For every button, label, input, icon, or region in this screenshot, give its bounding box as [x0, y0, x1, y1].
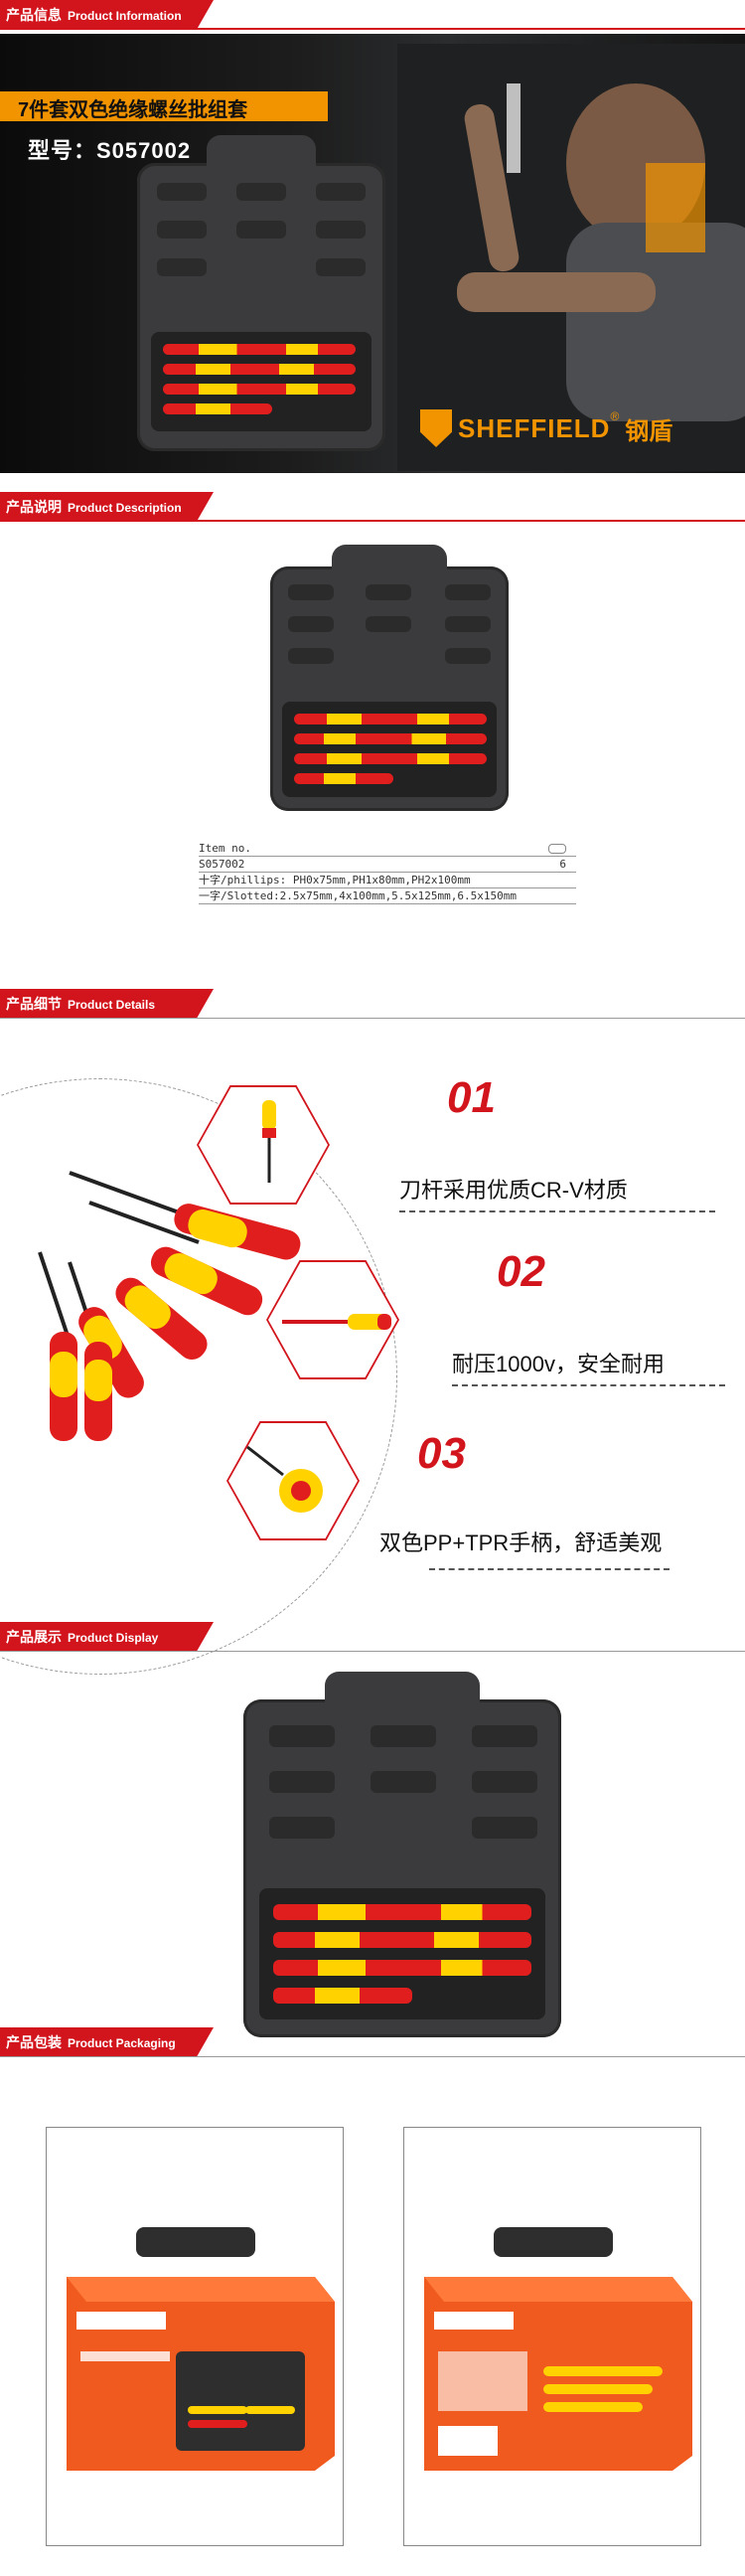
shaft-icon — [282, 1314, 391, 1330]
package-box-back-icon — [424, 2227, 692, 2471]
spec-slotted: 一字/Slotted:2.5x75mm,4x100mm,5.5x125mm,6.… — [199, 888, 576, 904]
spec-table: Item no. S057002 6 十字/phillips: PH0x75mm… — [199, 841, 576, 904]
tool-case — [137, 135, 385, 451]
detail-number-2: 02 — [497, 1247, 545, 1296]
packaging-photo-front — [46, 2127, 344, 2546]
brand-logo: SHEFFIELD ® 钢盾 — [420, 409, 672, 447]
display-case-image — [243, 1672, 561, 2037]
screwdriver-set-image — [38, 1171, 301, 1441]
product-case-image — [270, 545, 509, 811]
hero-banner: 7件套双色绝缘螺丝批组套 型号：S057002 SHEFFIELD ® 钢盾 — [0, 34, 745, 473]
worker-illustration — [397, 44, 745, 471]
spec-phillips: 十字/phillips: PH0x75mm,PH1x80mm,PH2x100mm — [199, 873, 576, 888]
package-box-front-icon — [67, 2227, 335, 2471]
detail-text-2: 耐压1000v，安全耐用 — [452, 1352, 665, 1376]
detail-number-3: 03 — [417, 1429, 466, 1478]
handle-icon — [246, 1445, 323, 1513]
shield-icon — [420, 409, 452, 447]
detail-text-1: 刀杆采用优质CR-V材质 — [399, 1178, 628, 1203]
section-title-en: Product Information — [68, 9, 182, 23]
model-number: 型号：S057002 — [28, 138, 192, 163]
section-header-info: 产品信息 Product Information — [0, 0, 745, 30]
packaging-photo-back — [403, 2127, 701, 2546]
detail-text-3: 双色PP+TPR手柄，舒适美观 — [379, 1530, 663, 1555]
detail-number-1: 01 — [447, 1073, 496, 1122]
spec-model: S057002 — [199, 858, 245, 871]
tip-icon — [262, 1100, 276, 1183]
section-title-cn: 产品信息 — [6, 7, 62, 23]
qty-badge-icon — [548, 844, 566, 854]
product-title: 7件套双色绝缘螺丝批组套 — [18, 99, 248, 121]
spec-qty: 6 — [559, 858, 566, 871]
spec-header-label: Item no. — [199, 842, 251, 855]
